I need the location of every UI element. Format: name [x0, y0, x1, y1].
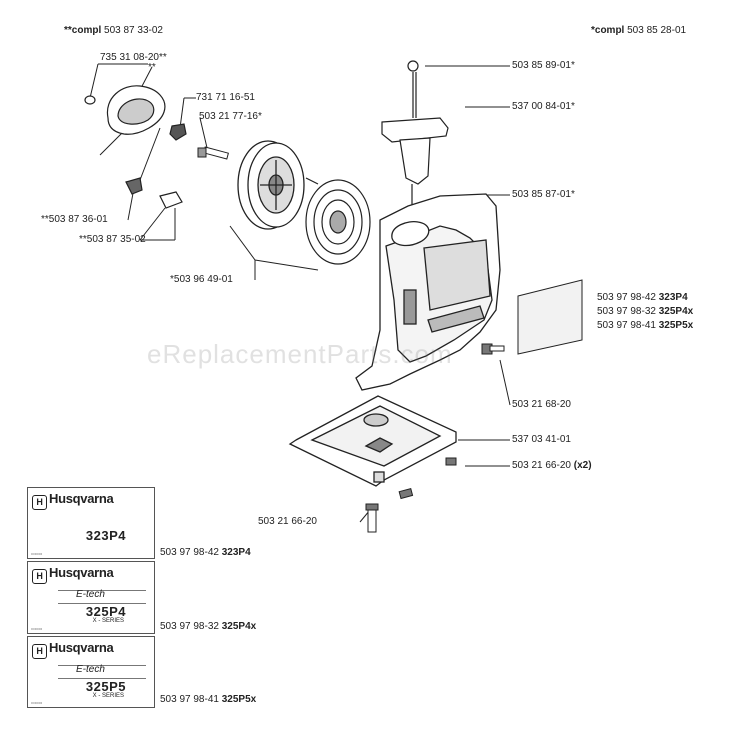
part-label: ** [148, 62, 156, 73]
part-label: 503 21 66-20 (x2) [512, 460, 592, 472]
compl-header-left: **compl 503 87 33-02 [64, 25, 163, 36]
part-number: 503 97 98-42 [597, 292, 656, 303]
decal-rule [58, 665, 146, 666]
part-label: 503 21 66-20 [258, 516, 317, 527]
model-name: 325P4x [221, 621, 257, 632]
husqvarna-logo-icon: H [32, 495, 47, 510]
compl-prefix: **compl [64, 25, 102, 36]
decal-etech: E-tech [76, 589, 105, 600]
decal-part-label: 503 97 98-42 323P4 [160, 547, 251, 559]
decal-fine-print: ▭▭▭ [31, 626, 43, 631]
part-label: 503 21 68-20 [512, 399, 571, 410]
part-number: 503 97 98-42 [160, 547, 219, 558]
decal-part-label: 503 97 98-32 325P4x [160, 621, 256, 633]
compl-prefix: *compl [591, 25, 625, 36]
decal-fine-print: ▭▭▭ [31, 700, 43, 705]
part-number: 503 97 98-32 [597, 306, 656, 317]
part-label: **503 87 36-01 [41, 214, 108, 225]
decal-model: 323P4 [85, 528, 126, 543]
model-name: 323P4 [221, 547, 251, 558]
part-label: 503 85 89-01* [512, 60, 575, 71]
decal-fine-print: ▭▭▭ [31, 551, 43, 556]
husqvarna-logo-icon: H [32, 644, 47, 659]
decal-rule [58, 678, 146, 679]
model-name: 323P4 [658, 292, 688, 303]
decal-rule [58, 603, 146, 604]
part-label: 731 71 16-51 [196, 92, 255, 103]
part-number: 503 97 98-41 [597, 320, 656, 331]
part-number: 503 21 66-20 [512, 460, 571, 471]
decal-model: 325P4 [85, 604, 126, 619]
part-label: *503 96 49-01 [170, 274, 233, 285]
model-name: 325P5x [658, 320, 694, 331]
part-label: **503 87 35-02 [79, 234, 146, 245]
part-label: 537 03 41-01 [512, 434, 571, 445]
decal-etech: E-tech [76, 664, 105, 675]
model-name: 325P5x [221, 694, 257, 705]
decal-rule [58, 590, 146, 591]
part-quantity: (x2) [573, 460, 592, 471]
part-label: 503 21 77-16* [199, 111, 262, 122]
compl-header-right: *compl 503 85 28-01 [591, 25, 686, 36]
model-name: 325P4x [658, 306, 694, 317]
part-label: 735 31 08-20** [100, 52, 167, 63]
decal-series: X - SERIES [92, 618, 124, 624]
compl-number: 503 87 33-02 [104, 25, 163, 36]
decal-part-label: 503 97 98-32 325P4x [597, 306, 693, 318]
part-number: 503 97 98-32 [160, 621, 219, 632]
decal-part-label: 503 97 98-41 325P5x [597, 320, 693, 332]
decal-part-label: 503 97 98-41 325P5x [160, 694, 256, 706]
part-number: 503 97 98-41 [160, 694, 219, 705]
decal-model: 325P5 [85, 679, 126, 694]
part-label: 503 85 87-01* [512, 189, 575, 200]
husqvarna-logo-icon: H [32, 569, 47, 584]
decal-series: X - SERIES [92, 693, 124, 699]
part-label: 537 00 84-01* [512, 101, 575, 112]
compl-number: 503 85 28-01 [627, 25, 687, 36]
watermark: eReplacementParts.com [147, 339, 453, 369]
decal-part-label: 503 97 98-42 323P4 [597, 292, 688, 304]
